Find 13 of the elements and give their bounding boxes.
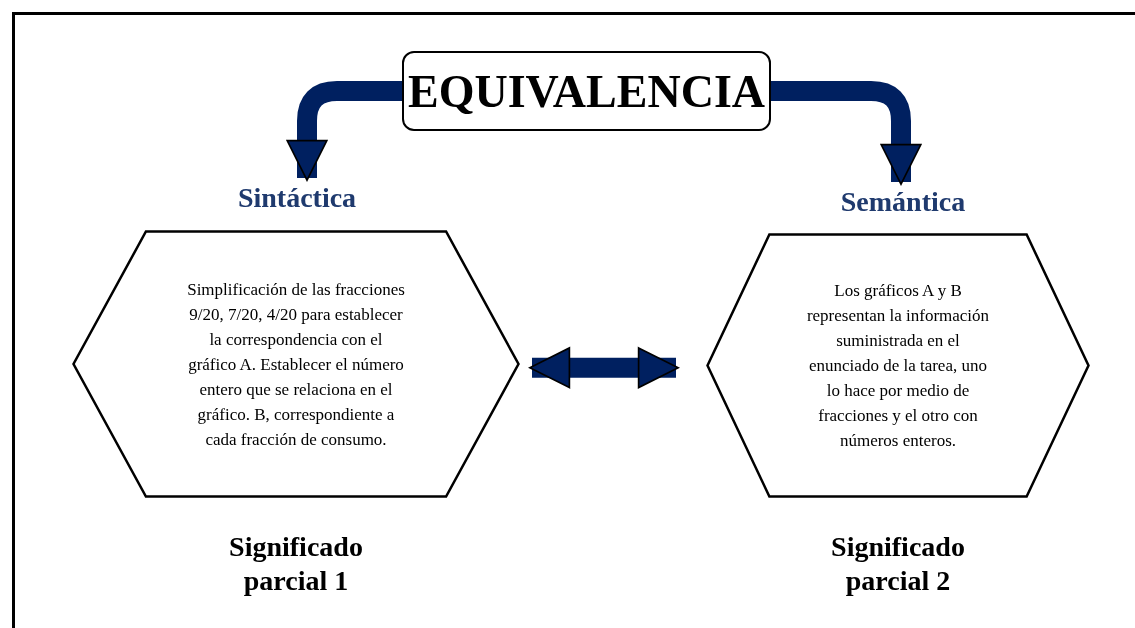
caption-text: Significado parcial 2 (830, 530, 966, 598)
title-box (402, 51, 771, 131)
hexagon-shape (72, 230, 520, 498)
hexagon-shape (706, 233, 1090, 498)
block-arrow (771, 81, 922, 185)
category-label: Sintáctica (222, 180, 372, 216)
title-text: EQUIVALENCIA (408, 64, 765, 119)
description-text: Simplificación de las fracciones 9/20, 7/20, 4/20 para establecer la correspondencia con el gráfico A. Establecer el número entero que se relaciona en el gráfico. B, correspondiente a cada fracción de consumo. (186, 278, 406, 451)
caption-text: Significado parcial 1 (228, 530, 364, 598)
block-arrow (528, 347, 680, 389)
description-text: Los gráficos A y B representan la información suministrada en el enunciado de la tarea, uno lo hace por medio de fracciones y el otro con números enteros. (805, 280, 991, 452)
block-arrow (286, 81, 402, 181)
category-label: Semántica (828, 184, 978, 220)
